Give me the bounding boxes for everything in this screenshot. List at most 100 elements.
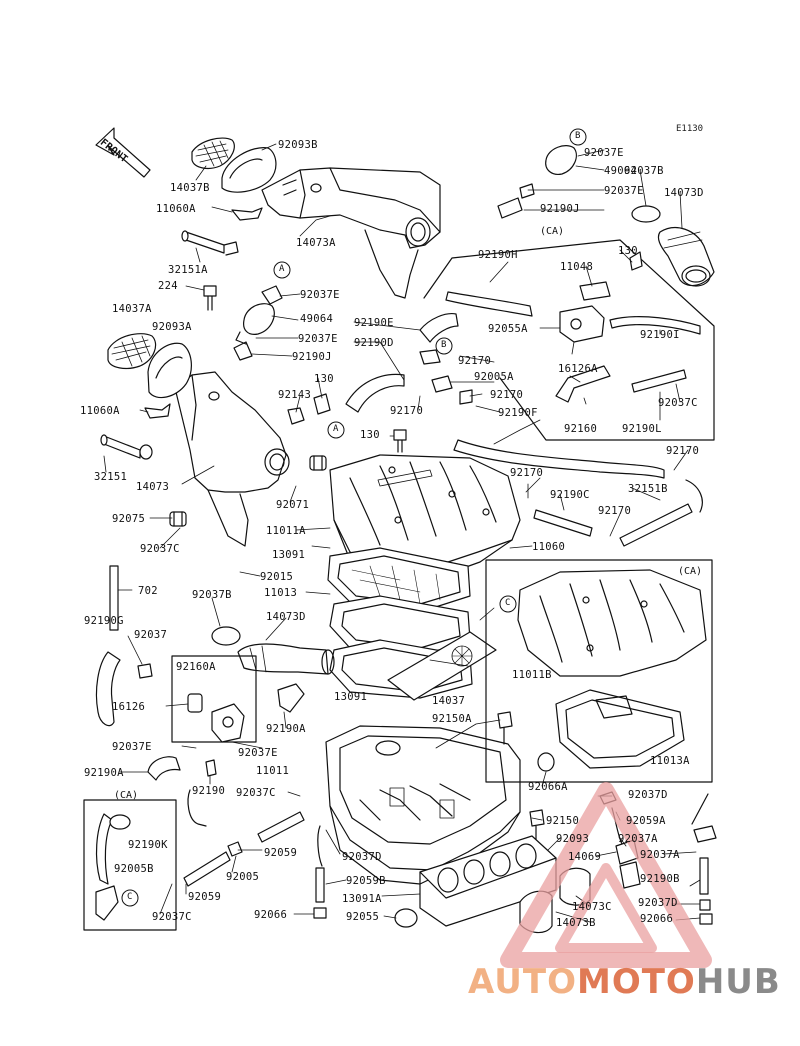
diagram-code: E1130 bbox=[676, 124, 704, 134]
part-label: 92190E bbox=[354, 317, 394, 329]
collar-92143 bbox=[287, 407, 305, 425]
part-label: 92170 bbox=[666, 445, 700, 457]
part-label: 92075 bbox=[112, 513, 146, 525]
cover-11011b bbox=[517, 569, 707, 677]
valve-16126 bbox=[187, 693, 245, 743]
part-label: 92037 bbox=[134, 629, 168, 641]
callout-b-mid bbox=[435, 337, 453, 355]
part-label: 92190K bbox=[128, 839, 168, 851]
ca-label-top: (CA) bbox=[540, 226, 565, 237]
part-label: 92190I bbox=[640, 329, 680, 341]
part-label: 92037E bbox=[584, 147, 624, 159]
part-label: 16126A bbox=[558, 363, 598, 375]
ca-label-left: (CA) bbox=[114, 790, 139, 801]
pipe-92059-a bbox=[257, 811, 305, 843]
part-label: 92190L bbox=[622, 423, 662, 435]
part-label: 92160 bbox=[564, 423, 598, 435]
part-label: 14037 bbox=[432, 695, 466, 707]
part-label: 92059A bbox=[626, 815, 666, 827]
part-label: 11060A bbox=[156, 203, 196, 215]
part-label: 92093 bbox=[556, 833, 590, 845]
hose-92190k bbox=[95, 813, 113, 885]
callout-c-left-letter: C bbox=[127, 892, 133, 902]
valve-49064-left bbox=[233, 285, 283, 361]
valve-49064-top bbox=[545, 145, 577, 175]
gasket-13091 bbox=[327, 547, 471, 613]
clip-11060a-mid bbox=[144, 403, 171, 419]
part-label: 130 bbox=[314, 373, 334, 385]
clip-11060a-top bbox=[231, 207, 263, 221]
part-label: 32151 bbox=[94, 471, 128, 483]
front-arrow-icon bbox=[95, 127, 151, 178]
part-label: 702 bbox=[138, 585, 158, 597]
hose-92190g bbox=[95, 651, 121, 727]
part-label: 92066 bbox=[254, 909, 288, 921]
screen-14037a bbox=[107, 333, 157, 370]
part-label: 32151A bbox=[168, 264, 208, 276]
callout-markers bbox=[121, 128, 587, 907]
bracket-92160 bbox=[555, 365, 611, 403]
joint-92005b bbox=[95, 885, 119, 921]
part-label: 92066A bbox=[528, 781, 568, 793]
pipe-702 bbox=[109, 565, 119, 631]
rubber-92093b bbox=[221, 147, 277, 193]
leader-lines bbox=[103, 143, 701, 923]
grommet-92075 bbox=[169, 511, 187, 527]
part-label: 92055 bbox=[346, 911, 380, 923]
callout-c-right-letter: C bbox=[505, 598, 511, 608]
part-label: 11048 bbox=[560, 261, 594, 273]
joint-92005 bbox=[227, 841, 243, 857]
hose-92190l bbox=[631, 369, 687, 393]
ring-92055 bbox=[394, 908, 418, 928]
part-label: 92055A bbox=[488, 323, 528, 335]
hose-92190h bbox=[445, 291, 533, 317]
part-label: 92190D bbox=[354, 337, 394, 349]
part-label: 11060 bbox=[532, 541, 566, 553]
watermark-hub: HUB bbox=[695, 962, 781, 1002]
part-label: 92170 bbox=[510, 467, 544, 479]
part-label: 92150A bbox=[432, 713, 472, 725]
part-label: 92190G bbox=[84, 615, 124, 627]
tube-32151 bbox=[100, 434, 153, 460]
part-label: 32151B bbox=[628, 483, 668, 495]
part-label: 92190J bbox=[540, 203, 580, 215]
hose-92190e bbox=[419, 313, 459, 343]
part-label: 14037B bbox=[170, 182, 210, 194]
part-label: 11011B bbox=[512, 669, 552, 681]
part-label: 11013A bbox=[650, 755, 690, 767]
part-label: 92037E bbox=[112, 741, 152, 753]
air-cleaner-cover-11011a bbox=[329, 454, 521, 581]
ca-box-right bbox=[485, 559, 713, 783]
clamp-92037b-top bbox=[631, 205, 661, 223]
part-label: 92005 bbox=[226, 871, 260, 883]
part-label: 92150 bbox=[546, 815, 580, 827]
gasket-11013a bbox=[555, 689, 685, 769]
part-label: 92037C bbox=[658, 397, 698, 409]
part-label: 14073 bbox=[136, 481, 170, 493]
part-label: 92037E bbox=[298, 333, 338, 345]
tube-32151a bbox=[181, 230, 239, 256]
part-label: 92170 bbox=[598, 505, 632, 517]
callout-a-mid-letter: A bbox=[333, 424, 339, 434]
part-label: 92037B bbox=[192, 589, 232, 601]
part-label: 14073C bbox=[572, 901, 612, 913]
part-label: 92170 bbox=[390, 405, 424, 417]
part-label: 92190 bbox=[192, 785, 226, 797]
hose-92190 bbox=[187, 789, 207, 827]
screen-14037b bbox=[191, 137, 235, 170]
callout-b-mid-letter: B bbox=[441, 340, 447, 350]
part-label: 14073D bbox=[664, 187, 704, 199]
part-label: 92093A bbox=[152, 321, 192, 333]
part-label: 14073D bbox=[266, 611, 306, 623]
rubber-92093a bbox=[147, 342, 192, 399]
part-label: 14073B bbox=[556, 917, 596, 929]
part-label: 92190H bbox=[478, 249, 518, 261]
part-label: 11011A bbox=[266, 525, 306, 537]
part-label: 92059 bbox=[188, 891, 222, 903]
hose-92190f bbox=[453, 439, 665, 479]
part-label: 130 bbox=[360, 429, 380, 441]
part-label: 16126 bbox=[112, 701, 146, 713]
part-label: 92037C bbox=[140, 543, 180, 555]
